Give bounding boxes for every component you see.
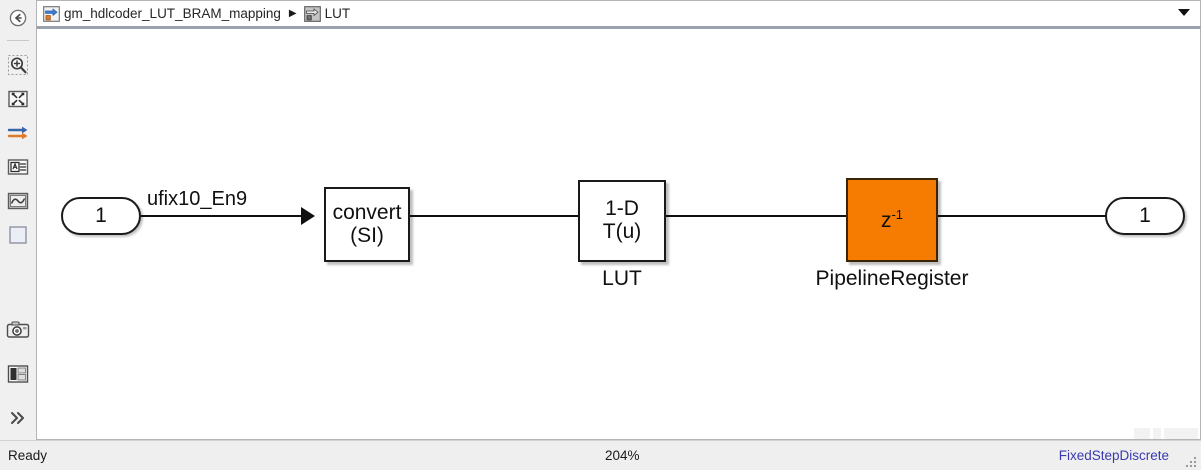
- scrollbar-segment[interactable]: [1153, 428, 1161, 439]
- pipeline-register-block[interactable]: z-1: [846, 178, 938, 262]
- scrollbar-segment[interactable]: [1134, 428, 1150, 439]
- status-zoom-level[interactable]: 204%: [605, 448, 640, 463]
- snapshot-button[interactable]: [4, 316, 32, 344]
- back-navigation-button[interactable]: [4, 4, 32, 32]
- pipeline-register-block-name[interactable]: PipelineRegister: [815, 267, 969, 290]
- convert-block[interactable]: convert (SI): [324, 187, 410, 262]
- chevron-down-icon[interactable]: [1178, 9, 1190, 16]
- inport-block-1[interactable]: 1: [61, 197, 141, 235]
- model-canvas-container: 1 ufix10_En9 convert (SI) 1-D T(u) LUT: [36, 26, 1201, 440]
- breadcrumb-label-model: gm_hdlcoder_LUT_BRAM_mapping: [64, 6, 281, 21]
- signal-routing-button[interactable]: [4, 119, 32, 147]
- wire-inport-to-convert: [141, 215, 301, 217]
- outport-block-1[interactable]: 1: [1105, 197, 1185, 235]
- lut-block-line-2: T(u): [602, 220, 642, 243]
- zoom-in-icon: [8, 55, 28, 75]
- text-annotation-button[interactable]: [4, 153, 32, 181]
- blank-box-button[interactable]: [4, 221, 32, 249]
- text-annotation-icon: [7, 159, 29, 175]
- pipeline-register-operator: z-1: [880, 206, 904, 233]
- breadcrumb: gm_hdlcoder_LUT_BRAM_mapping ▶ LUT: [36, 0, 1201, 26]
- lut-block[interactable]: 1-D T(u): [578, 180, 666, 262]
- arrow-head-convert-input: [301, 207, 315, 225]
- status-solver-link[interactable]: FixedStepDiscrete: [1058, 448, 1169, 463]
- fit-to-view-button[interactable]: [4, 85, 32, 113]
- breadcrumb-item-model[interactable]: gm_hdlcoder_LUT_BRAM_mapping: [43, 3, 281, 25]
- breadcrumb-label-subsystem: LUT: [324, 6, 351, 21]
- model-canvas[interactable]: 1 ufix10_En9 convert (SI) 1-D T(u) LUT: [37, 29, 1200, 439]
- pipeline-register-exponent: -1: [891, 206, 904, 222]
- subsystem-icon: [303, 5, 321, 22]
- fit-to-view-icon: [8, 90, 28, 108]
- more-tools-button[interactable]: [4, 404, 32, 432]
- legend-button[interactable]: [4, 360, 32, 388]
- scope-button[interactable]: [4, 187, 32, 215]
- scope-icon: [7, 192, 29, 210]
- toolbar-divider: [7, 40, 29, 41]
- breadcrumb-item-subsystem[interactable]: LUT: [303, 3, 351, 25]
- wire-convert-to-lut: [410, 215, 579, 217]
- wire-lut-to-pipeline-register: [666, 215, 847, 217]
- left-toolbar: [0, 0, 36, 440]
- status-state-text: Ready: [8, 448, 48, 463]
- resize-grip[interactable]: [1186, 455, 1198, 467]
- inport-label: 1: [95, 204, 107, 227]
- blank-box-icon: [9, 226, 27, 244]
- zoom-in-button[interactable]: [4, 51, 32, 79]
- convert-block-line-1: convert: [332, 200, 402, 224]
- breadcrumb-separator: ▶: [288, 7, 297, 19]
- signal-label-input-type[interactable]: ufix10_En9: [147, 188, 248, 210]
- lut-block-line-1: 1-D: [605, 197, 639, 221]
- status-bar: Ready 204% FixedStepDiscrete: [0, 440, 1201, 470]
- wire-pipeline-register-to-outport: [938, 215, 1108, 217]
- camera-icon: [6, 321, 30, 338]
- model-icon: [43, 5, 60, 22]
- chevron-double-right-icon: [11, 412, 24, 424]
- horizontal-scrollbar[interactable]: [1134, 427, 1200, 439]
- signal-arrows-icon: [7, 126, 28, 140]
- pipeline-register-base: z: [880, 208, 892, 232]
- outport-label: 1: [1139, 204, 1151, 227]
- back-arrow-icon: [9, 9, 27, 27]
- scrollbar-thumb[interactable]: [1164, 428, 1198, 439]
- convert-block-line-2: (SI): [350, 223, 384, 247]
- lut-block-name[interactable]: LUT: [602, 267, 642, 290]
- legend-icon: [7, 365, 29, 383]
